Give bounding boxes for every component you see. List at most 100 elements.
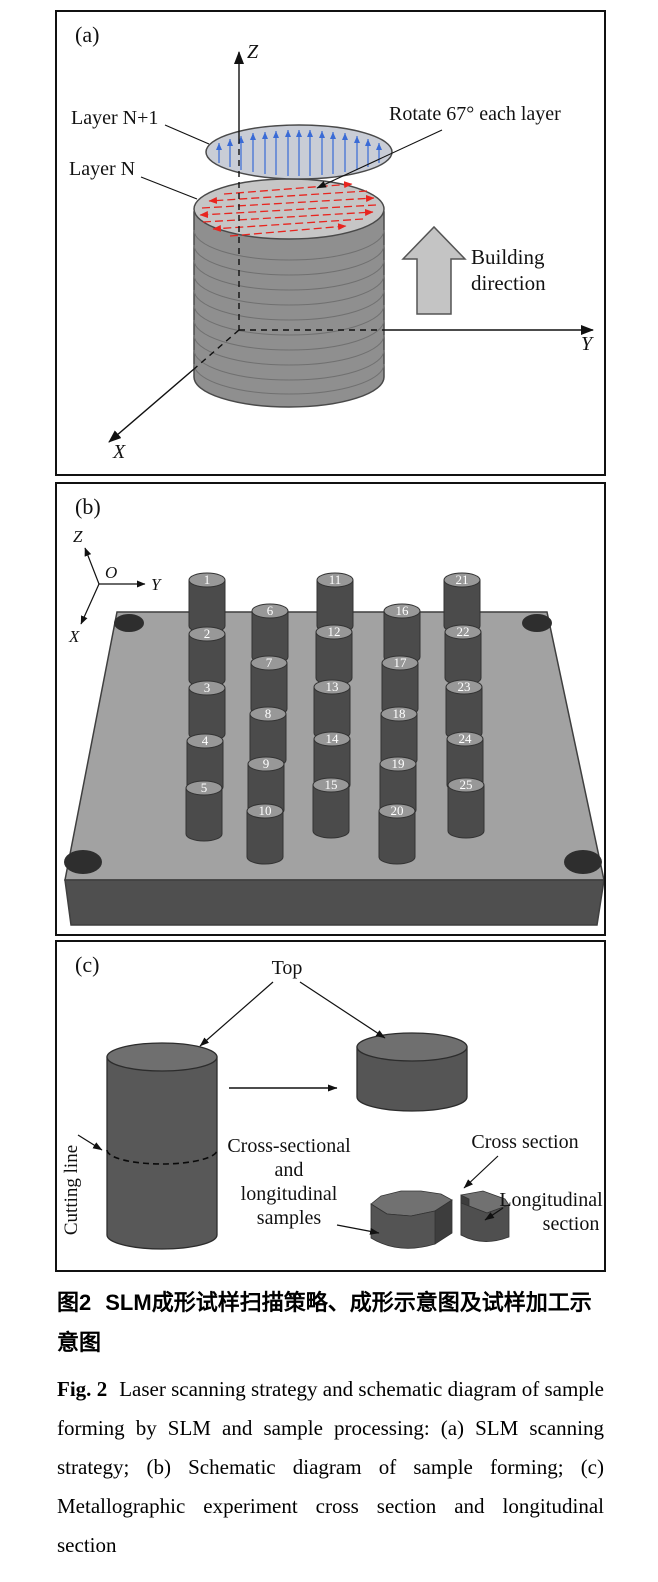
rotate-note: Rotate 67° each layer [389, 103, 561, 125]
as-built-cylinder [106, 1042, 218, 1250]
svg-text:20: 20 [391, 803, 404, 818]
svg-text:23: 23 [458, 679, 471, 694]
mini-axes [80, 547, 146, 625]
rotate-leader-arrow [316, 129, 443, 189]
figure-panel-a: (a) Z Y X Layer N+1 Layer N Rotate 67° e… [55, 10, 606, 476]
sample-cylinder: 19 [379, 756, 417, 818]
svg-text:4: 4 [202, 733, 209, 748]
cutting-line-label: Cutting line [61, 1145, 82, 1235]
svg-text:13: 13 [326, 679, 339, 694]
longitudinal-label-2: section [543, 1213, 600, 1235]
sample-cylinder: 3 [188, 680, 226, 742]
sample-cylinder: 21 [443, 572, 481, 634]
sample-cylinder: 12 [315, 624, 353, 686]
top-sample-cylinder [356, 1032, 468, 1112]
origin-label: O [105, 563, 117, 582]
svg-text:18: 18 [393, 706, 406, 721]
figure-panel-b: Z O Y X 1 11 21 6 16 12 22 2 7 17 13 23 … [55, 482, 606, 936]
sample-cylinder: 18 [380, 706, 418, 768]
caption-figure-number: Fig. 2 [57, 1377, 108, 1401]
y-axis-label: Y [581, 333, 594, 355]
cutting-line-arrow [77, 1134, 103, 1151]
scan-lines-red [199, 181, 377, 237]
sample-cylinder: 6 [251, 603, 289, 665]
samples-label-3: longitudinal [241, 1183, 338, 1205]
sample-cylinder: 2 [188, 626, 226, 688]
mini-y-label: Y [151, 575, 162, 594]
sample-cylinder: 17 [381, 655, 419, 717]
scan-lines-blue [216, 130, 382, 176]
svg-text:15: 15 [325, 777, 338, 792]
svg-text:8: 8 [265, 706, 272, 721]
x-axis [108, 329, 240, 443]
svg-text:16: 16 [396, 603, 410, 618]
figure-panel-c: (c) Top Cutting line Cross-sectional and… [55, 940, 606, 1272]
layer-n1-label: Layer N+1 [71, 107, 158, 129]
sample-cylinder: 15 [312, 777, 350, 839]
svg-text:24: 24 [459, 731, 473, 746]
svg-text:22: 22 [457, 624, 470, 639]
sample-cylinders: 1 11 21 6 16 12 22 2 7 17 13 23 3 8 18 1… [185, 572, 485, 865]
top-leader-right [299, 981, 386, 1039]
layer-n-ellipse [193, 178, 385, 240]
svg-text:25: 25 [460, 777, 473, 792]
layer-n-plus-1-ellipse [205, 124, 393, 180]
layer-lines [193, 229, 385, 395]
layer-n-label: Layer N [69, 158, 135, 180]
cross-section-label: Cross section [471, 1131, 578, 1153]
svg-text:5: 5 [201, 780, 208, 795]
building-direction-arrow [401, 225, 467, 315]
corner-notches [64, 614, 602, 874]
layer-n-leader-line [140, 176, 198, 200]
sample-cylinder: 10 [246, 803, 284, 865]
cross-section-arrow [463, 1155, 499, 1189]
mini-x-label: X [68, 627, 80, 646]
svg-text:7: 7 [266, 655, 273, 670]
svg-text:9: 9 [263, 756, 270, 771]
samples-label-4: samples [257, 1207, 322, 1229]
to-cut-samples-arrow [336, 1224, 380, 1235]
samples-label-1: Cross-sectional [227, 1135, 351, 1157]
longitudinal-arrow [484, 1207, 504, 1221]
svg-text:11: 11 [329, 572, 342, 587]
panel-b-label: (b) [75, 494, 101, 519]
building-direction-label-1: Building [471, 245, 545, 269]
building-direction-label-2: direction [471, 271, 546, 295]
svg-text:21: 21 [456, 572, 469, 587]
sample-cylinder: 25 [447, 777, 485, 839]
svg-text:10: 10 [259, 803, 272, 818]
caption-chinese-text: SLM成形试样扫描策略、成形示意图及试样加工示意图 [57, 1290, 592, 1355]
panel-c-label: (c) [75, 952, 99, 977]
z-axis-label: Z [247, 41, 259, 63]
sample-cylinder: 5 [185, 780, 223, 842]
cut-cylinder-pieces [370, 1190, 510, 1249]
slm-cylinder [193, 211, 385, 408]
samples-label-2: and [275, 1159, 304, 1181]
svg-text:3: 3 [204, 680, 211, 695]
top-label: Top [272, 957, 303, 979]
sample-cylinder: 23 [445, 679, 483, 741]
svg-text:19: 19 [392, 756, 405, 771]
sample-cylinder: 4 [186, 733, 224, 795]
svg-text:17: 17 [394, 655, 408, 670]
x-axis-label: X [112, 441, 126, 463]
panel-a-label: (a) [75, 22, 99, 47]
mini-z-label: Z [73, 527, 83, 546]
svg-text:2: 2 [204, 626, 211, 641]
caption-chinese-number: 图2 [57, 1290, 92, 1315]
longitudinal-label-1: Longitudinal [499, 1189, 603, 1211]
sample-cylinder: 1 [188, 572, 226, 634]
sample-cylinder: 22 [444, 624, 482, 686]
svg-text:6: 6 [267, 603, 274, 618]
caption-english-text: Laser scanning strategy and schematic di… [57, 1377, 604, 1557]
svg-text:14: 14 [326, 731, 340, 746]
svg-text:12: 12 [328, 624, 341, 639]
sample-cylinder: 20 [378, 803, 416, 865]
cross-section-piece-body [370, 1203, 436, 1249]
layer-n1-leader-line [164, 124, 210, 145]
sample-cylinder: 16 [383, 603, 421, 665]
top-leader-left [199, 981, 274, 1047]
svg-text:1: 1 [204, 572, 211, 587]
